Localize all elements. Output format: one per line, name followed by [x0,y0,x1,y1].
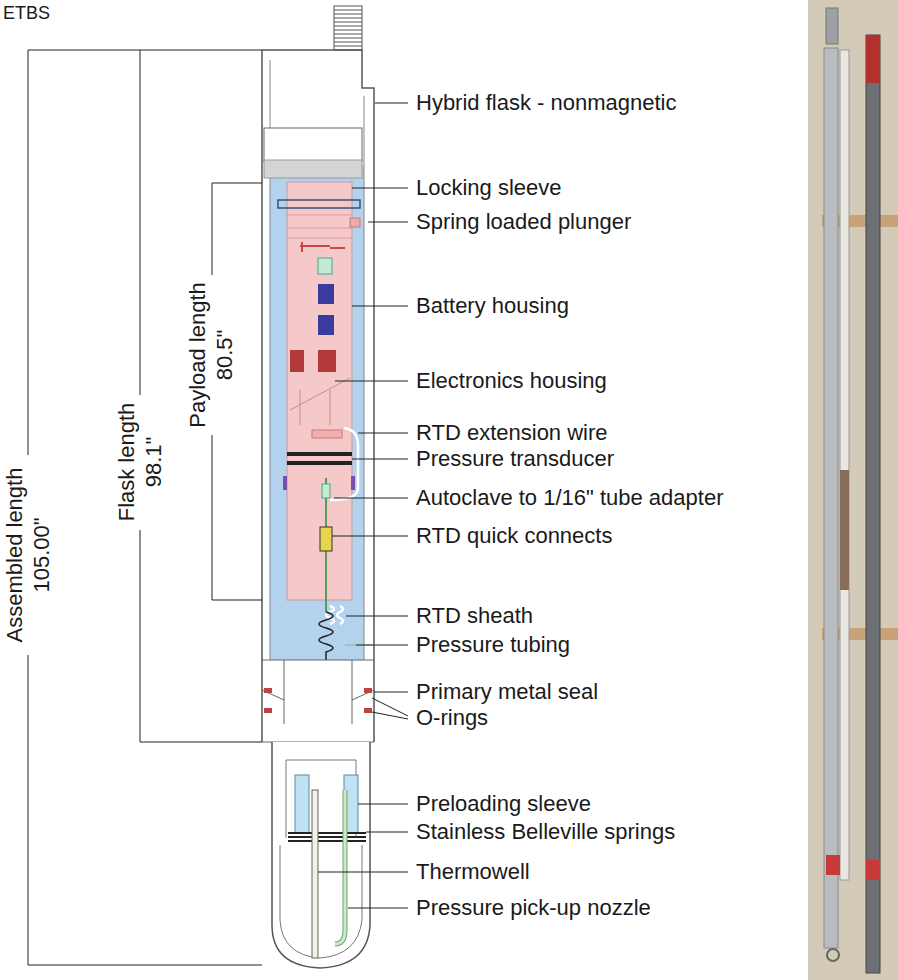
o-ring [364,708,372,713]
leader-line [346,616,408,617]
rod-label [866,860,880,880]
leader-line [375,103,408,104]
part-label: RTD sheath [416,605,533,627]
leader-line [352,188,408,189]
transducer-mark [283,476,287,490]
leader-line [358,433,408,434]
rod-red-cap [866,35,880,83]
o-ring [264,708,272,713]
top-plug-band [264,160,362,178]
rod-cap [826,8,838,44]
photo-background [808,0,898,980]
rod-label [826,855,840,875]
plunger-wire [300,242,345,252]
transducer-bar [287,452,352,456]
flask-cavity [270,165,364,660]
dimension-label: Assembled length [4,468,26,643]
leader-line [352,306,408,307]
part-label: Preloading sleeve [416,793,591,815]
leader-line [358,804,408,805]
part-label: Locking sleeve [416,177,562,199]
rod-hook [827,949,839,961]
part-label: RTD quick connects [416,525,612,547]
tube-adapter [322,484,330,498]
electronics-lines [290,378,350,425]
dimension-lines [28,50,262,965]
part-label: Thermowell [416,861,530,883]
leader-line [334,498,408,499]
thread-hatch [334,10,362,46]
payload [287,182,352,600]
leader-line [352,459,408,460]
leader-line [372,698,408,719]
leader-line [332,536,408,537]
pressure-tubing [319,612,333,660]
rtd-extension-wire [330,428,358,500]
leader-line [366,832,408,833]
diagram-title: ETBS [3,4,50,22]
preloading-sleeve [295,775,309,833]
rtd-sheath [326,606,343,624]
flask-dimension [140,50,262,742]
leader-line [348,908,408,909]
part-label: Battery housing [416,295,569,317]
dimension-label: 80.5" [214,330,236,381]
flask-rod [824,48,838,948]
part-label: Electronics housing [416,370,607,392]
dimension-label: Payload length [187,282,209,428]
o-ring [364,688,372,693]
battery-cell [318,284,334,304]
part-label: Hybrid flask - nonmagnetic [416,92,676,114]
lower-body [272,742,370,968]
battery-cell [318,315,334,335]
part-label: Pressure pick-up nozzle [416,897,651,919]
dimension-label: 98.1" [143,437,165,488]
electronics-part [290,350,304,372]
assembled-rod [866,35,880,973]
part-label: Autoclave to 1/16" tube adapter [416,487,723,509]
battery-cap [318,258,332,274]
top-plug [264,128,362,162]
payload-rod [840,50,849,880]
dimension-label: Flask length [116,403,138,522]
belleville-springs [288,833,366,841]
leader-line [374,692,408,693]
thread [334,6,362,50]
thread-body [334,6,362,50]
part-label: Stainless Belleville springs [416,821,675,843]
leader-line [356,645,408,646]
electronics-base [312,430,342,438]
part-label: Pressure transducer [416,448,614,470]
payload-electronics [840,470,849,590]
pickup-nozzle [335,790,345,944]
transducer-mark [351,476,355,490]
leader-line [368,222,408,223]
assembled-dimension [28,50,262,965]
payload-dimension [212,183,262,600]
part-label: RTD extension wire [416,422,608,444]
tool-photo [808,0,898,980]
payload-lines [287,215,352,238]
pickup-nozzle-core [335,790,345,944]
leader-line [318,872,408,873]
thermowell [312,790,318,958]
metal-seal [262,660,374,742]
lower-cavity [280,845,362,958]
leader-line [335,381,408,382]
part-label: Spring loaded plunger [416,211,631,233]
quick-connect [320,527,332,551]
part-label: Pressure tubing [416,634,570,656]
leader-lines [318,103,408,908]
transducer-bar [287,461,352,465]
locking-sleeve [278,200,360,208]
electronics-part [318,350,336,372]
flask-wall [262,50,374,742]
part-label: Primary metal seal [416,681,598,703]
dimension-label: 105.00" [31,517,53,592]
o-ring [264,688,272,693]
part-label: O-rings [416,707,488,729]
plunger [350,218,360,227]
